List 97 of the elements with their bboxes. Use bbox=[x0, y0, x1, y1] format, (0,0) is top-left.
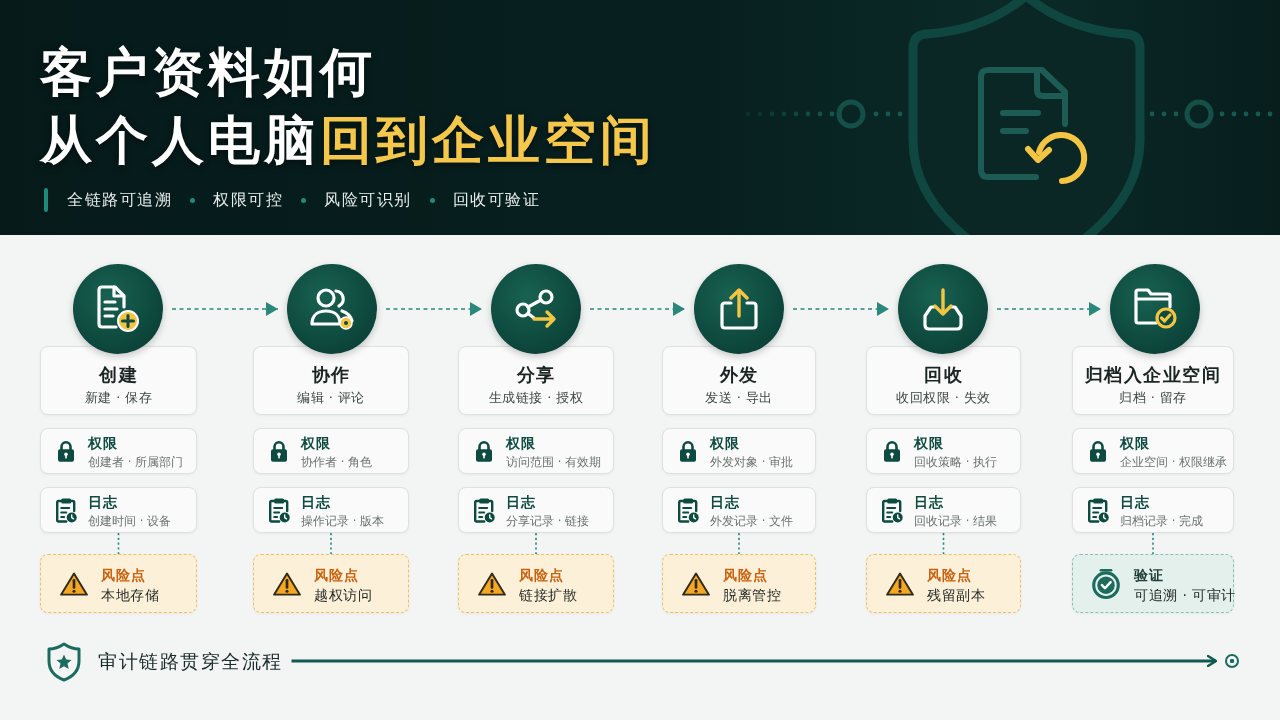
risk-detail: 链接扩散 bbox=[519, 586, 577, 605]
card-heading: 日志 bbox=[88, 493, 118, 511]
card-detail: 创建者 · 所属部门 bbox=[88, 454, 183, 470]
info-card bbox=[866, 487, 1021, 533]
step-circle bbox=[491, 264, 581, 354]
dotted-connector bbox=[535, 532, 537, 555]
stage-card bbox=[253, 346, 409, 415]
stage-title: 创建 bbox=[99, 363, 138, 387]
dotted-connector bbox=[1152, 532, 1154, 555]
stage-card bbox=[662, 346, 816, 415]
stage-card bbox=[458, 346, 614, 415]
tagline-item: 回收可验证 bbox=[452, 189, 540, 211]
info-card bbox=[662, 428, 816, 474]
stage-title: 外发 bbox=[719, 363, 759, 387]
stage-subtitle: 编辑 · 评论 bbox=[297, 389, 365, 407]
risk-card bbox=[458, 554, 614, 613]
tagline-item: 权限可控 bbox=[213, 189, 283, 211]
risk-card bbox=[866, 554, 1021, 613]
risk-card bbox=[662, 554, 816, 613]
stage-subtitle: 归档 · 留存 bbox=[1119, 389, 1187, 407]
card-detail: 回收记录 · 结果 bbox=[914, 513, 997, 529]
risk-heading: 风险点 bbox=[101, 566, 146, 585]
card-detail: 创建时间 · 设备 bbox=[88, 513, 171, 529]
card-detail: 归档记录 · 完成 bbox=[1120, 513, 1203, 529]
info-card bbox=[253, 487, 409, 533]
card-detail: 访问范围 · 有效期 bbox=[506, 454, 601, 470]
risk-card bbox=[40, 554, 197, 613]
card-heading: 日志 bbox=[301, 493, 331, 511]
arrow bbox=[589, 302, 686, 316]
info-card bbox=[458, 487, 614, 533]
stage-subtitle: 收回权限 · 失效 bbox=[896, 389, 991, 407]
step-circle bbox=[287, 264, 377, 354]
stage-subtitle: 新建 · 保存 bbox=[84, 389, 153, 407]
arrow bbox=[171, 302, 279, 316]
tagline-item: 风险可识别 bbox=[324, 189, 412, 211]
info-card bbox=[253, 428, 409, 474]
stage-card bbox=[1072, 346, 1234, 415]
risk-heading: 风险点 bbox=[314, 566, 359, 585]
card-heading: 权限 bbox=[710, 434, 740, 452]
info-card bbox=[40, 428, 197, 474]
audit-label: 审计链路贯穿全流程 bbox=[98, 648, 283, 674]
stage-subtitle: 发送 · 导出 bbox=[705, 389, 773, 407]
dotted-connector bbox=[330, 532, 332, 555]
card-heading: 日志 bbox=[1120, 493, 1150, 511]
card-heading: 日志 bbox=[710, 493, 740, 511]
card-heading: 日志 bbox=[914, 493, 944, 511]
card-heading: 权限 bbox=[301, 434, 331, 452]
card-heading: 权限 bbox=[506, 434, 536, 452]
card-detail: 企业空间 · 权限继承 bbox=[1120, 454, 1227, 470]
ring-marker bbox=[1225, 654, 1239, 668]
card-detail: 回收策略 · 执行 bbox=[914, 454, 997, 470]
stage-title: 分享 bbox=[516, 363, 556, 387]
risk-heading: 风险点 bbox=[519, 566, 564, 585]
card-detail: 外发记录 · 文件 bbox=[710, 513, 793, 529]
dotted-connector bbox=[738, 532, 740, 555]
card-detail: 操作记录 · 版本 bbox=[301, 513, 384, 529]
card-heading: 权限 bbox=[88, 434, 118, 452]
stage-title: 协作 bbox=[311, 363, 351, 387]
stage-card bbox=[866, 346, 1021, 415]
info-card bbox=[662, 487, 816, 533]
step-circle bbox=[694, 264, 784, 354]
info-card bbox=[866, 428, 1021, 474]
risk-heading: 风险点 bbox=[723, 566, 768, 585]
card-heading: 权限 bbox=[914, 434, 944, 452]
tagline-item: 全链路可追溯 bbox=[67, 189, 172, 211]
risk-detail: 脱离管控 bbox=[723, 586, 781, 605]
risk-detail: 越权访问 bbox=[314, 586, 372, 605]
stage-subtitle: 生成链接 · 授权 bbox=[488, 389, 584, 407]
step-circle bbox=[73, 264, 163, 354]
stage-title: 归档入企业空间 bbox=[1084, 363, 1222, 387]
arrow bbox=[792, 302, 890, 316]
card-heading: 验证 bbox=[1134, 566, 1164, 585]
risk-card bbox=[253, 554, 409, 613]
info-card bbox=[40, 487, 197, 533]
risk-detail: 残留副本 bbox=[927, 586, 985, 605]
arrow bbox=[385, 302, 483, 316]
info-card bbox=[1072, 487, 1234, 533]
card-heading: 日志 bbox=[506, 493, 536, 511]
title: 客户资料如何从个人电脑回到企业空间 bbox=[40, 41, 656, 172]
risk-heading: 风险点 bbox=[927, 566, 972, 585]
arrow bbox=[291, 654, 1218, 668]
arrow bbox=[996, 302, 1102, 316]
info-card bbox=[458, 428, 614, 474]
verification-card bbox=[1072, 554, 1234, 613]
dotted-connector bbox=[117, 532, 120, 555]
card-detail: 分享记录 · 链接 bbox=[506, 513, 589, 529]
card-heading: 权限 bbox=[1120, 434, 1150, 452]
stage-card bbox=[40, 346, 197, 415]
step-circle bbox=[1110, 264, 1200, 354]
card-detail: 协作者 · 角色 bbox=[301, 454, 372, 470]
dotted-connector bbox=[942, 532, 945, 555]
risk-detail: 本地存储 bbox=[101, 586, 159, 605]
step-circle bbox=[898, 264, 988, 354]
stage-title: 回收 bbox=[924, 363, 963, 387]
card-detail: 外发对象 · 审批 bbox=[710, 454, 793, 470]
card-detail: 可追溯 · 可审计 bbox=[1134, 586, 1236, 605]
info-card bbox=[1072, 428, 1234, 474]
